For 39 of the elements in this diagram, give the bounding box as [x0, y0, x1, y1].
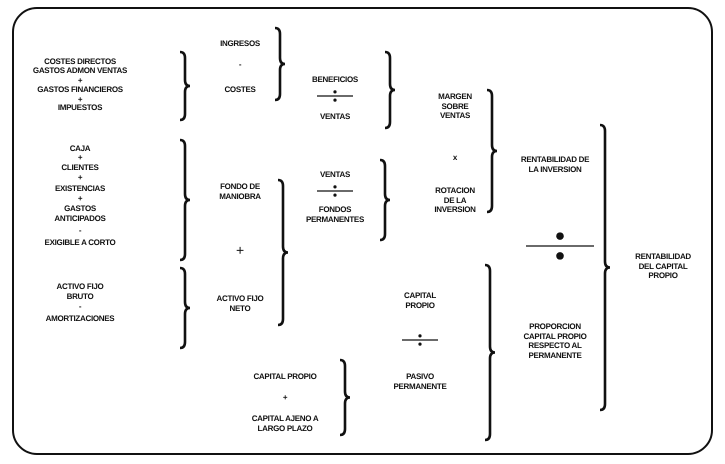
- formula-term: -: [78, 226, 82, 236]
- formula-term: +: [76, 194, 84, 204]
- formula-term: RENTABILIDAD DEL CAPITAL PROPIO: [634, 252, 692, 280]
- formula-term: PASIVO PERMANENTE: [392, 372, 448, 391]
- formula-term: VENTAS: [318, 170, 352, 180]
- formula-term: FONDO DE MANIOBRA: [218, 182, 262, 201]
- formula-term: +: [76, 95, 84, 104]
- formula-term: +: [282, 393, 288, 402]
- formula-term: +: [76, 76, 84, 86]
- formula-term: AMORTIZACIONES: [44, 314, 116, 324]
- formula-term: VENTAS: [318, 112, 352, 122]
- formula-term: GASTOS ANTICIPADOS: [53, 204, 107, 223]
- formula-term: +: [76, 173, 84, 182]
- formula-term: -: [238, 60, 242, 70]
- formula-term: ROTACION DE LA INVERSION: [433, 186, 477, 214]
- formula-term: RENTABILIDAD DE LA INVERSION: [520, 155, 590, 174]
- formula-term: +: [76, 153, 84, 162]
- formula-term: INGRESOS: [219, 39, 261, 48]
- formula-term: MARGEN SOBRE VENTAS: [437, 92, 473, 120]
- formula-term: -: [78, 302, 82, 312]
- formula-term: GASTOS ADMON VENTAS: [32, 66, 128, 76]
- formula-term: x: [452, 153, 458, 162]
- formula-term: IMPUESTOS: [56, 103, 104, 112]
- formula-term: CAPITAL PROPIO: [403, 291, 437, 310]
- formula-term: CAJA: [68, 144, 92, 154]
- formula-term: PROPORCION CAPITAL PROPIO RESPECTO AL PERMANENTE: [522, 322, 588, 360]
- formula-term: CLIENTES: [60, 163, 100, 172]
- formula-term: COSTES DIRECTOS: [43, 57, 117, 66]
- formula-term: CAPITAL PROPIO: [252, 372, 318, 382]
- formula-term: COSTES: [223, 85, 257, 94]
- formula-term: ACTIVO FIJO NETO: [216, 294, 264, 313]
- formula-term: EXIGIBLE A CORTO: [44, 238, 116, 248]
- formula-term: ACTIVO FIJO BRUTO: [56, 282, 104, 301]
- formula-term: CAPITAL AJENO A LARGO PLAZO: [250, 414, 320, 433]
- formula-term: BENEFICIOS: [311, 75, 359, 84]
- formula-term: +: [235, 243, 245, 257]
- formula-term: FONDOS PERMANENTES: [304, 205, 366, 224]
- formula-term: EXISTENCIAS: [54, 184, 106, 194]
- formula-term: GASTOS FINANCIEROS: [36, 85, 124, 94]
